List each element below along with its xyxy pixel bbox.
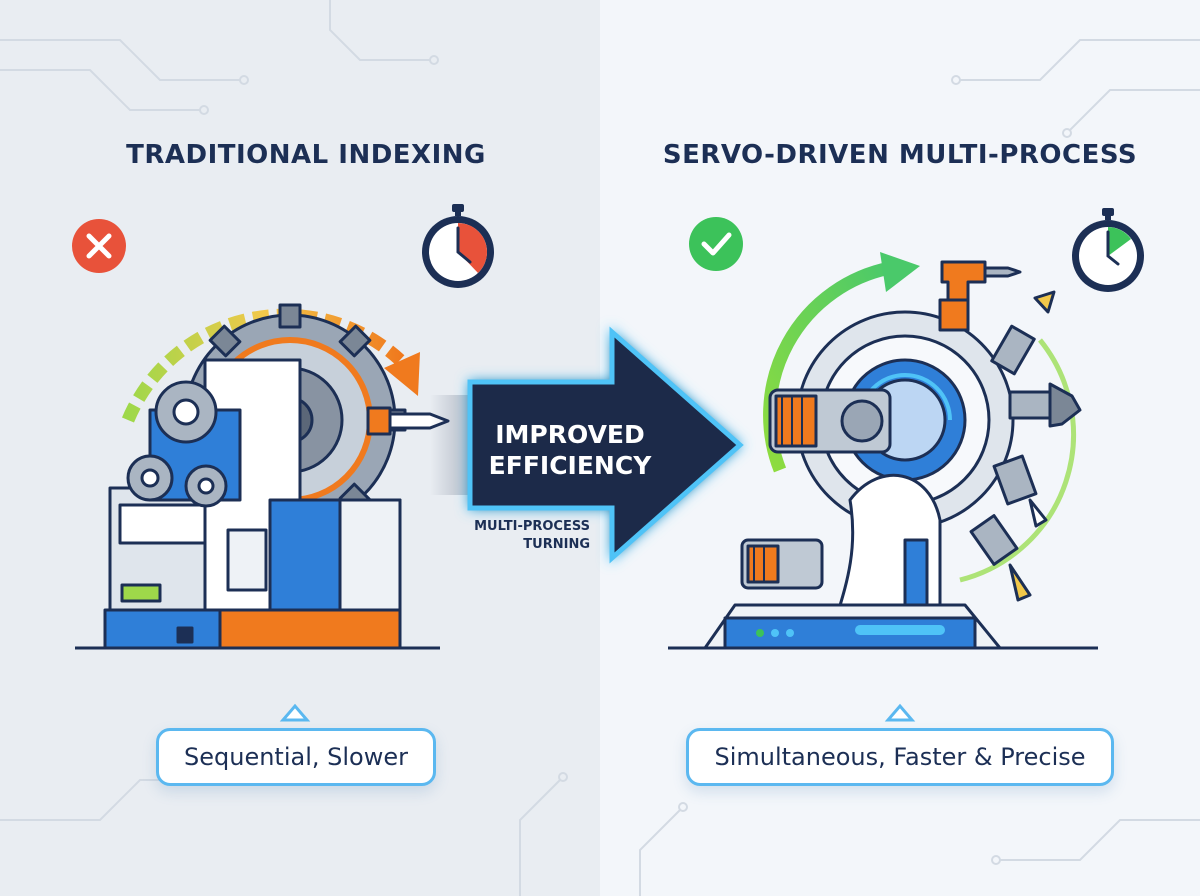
check-icon — [689, 217, 743, 271]
x-icon — [72, 219, 126, 273]
arrow-sub-label-line2: TURNING — [523, 537, 590, 552]
left-title: TRADITIONAL INDEXING — [126, 140, 486, 170]
caption-pointer-left — [279, 703, 311, 722]
arrow-sub-label-line1: MULTI-PROCESS — [474, 519, 590, 534]
traditional-machine — [103, 303, 450, 650]
caption-pointer-right — [884, 703, 916, 722]
stopwatch-icon — [422, 204, 494, 288]
arrow-label-line1: IMPROVED — [495, 420, 645, 449]
right-caption: Simultaneous, Faster & Precise — [686, 728, 1114, 786]
arrow-label-line2: EFFICIENCY — [488, 451, 652, 480]
left-caption: Sequential, Slower — [156, 728, 436, 786]
right-title: SERVO-DRIVEN MULTI-PROCESS — [662, 140, 1138, 170]
servo-machine — [703, 260, 1082, 650]
efficiency-arrow — [430, 326, 744, 564]
stopwatch-icon — [1072, 208, 1144, 292]
